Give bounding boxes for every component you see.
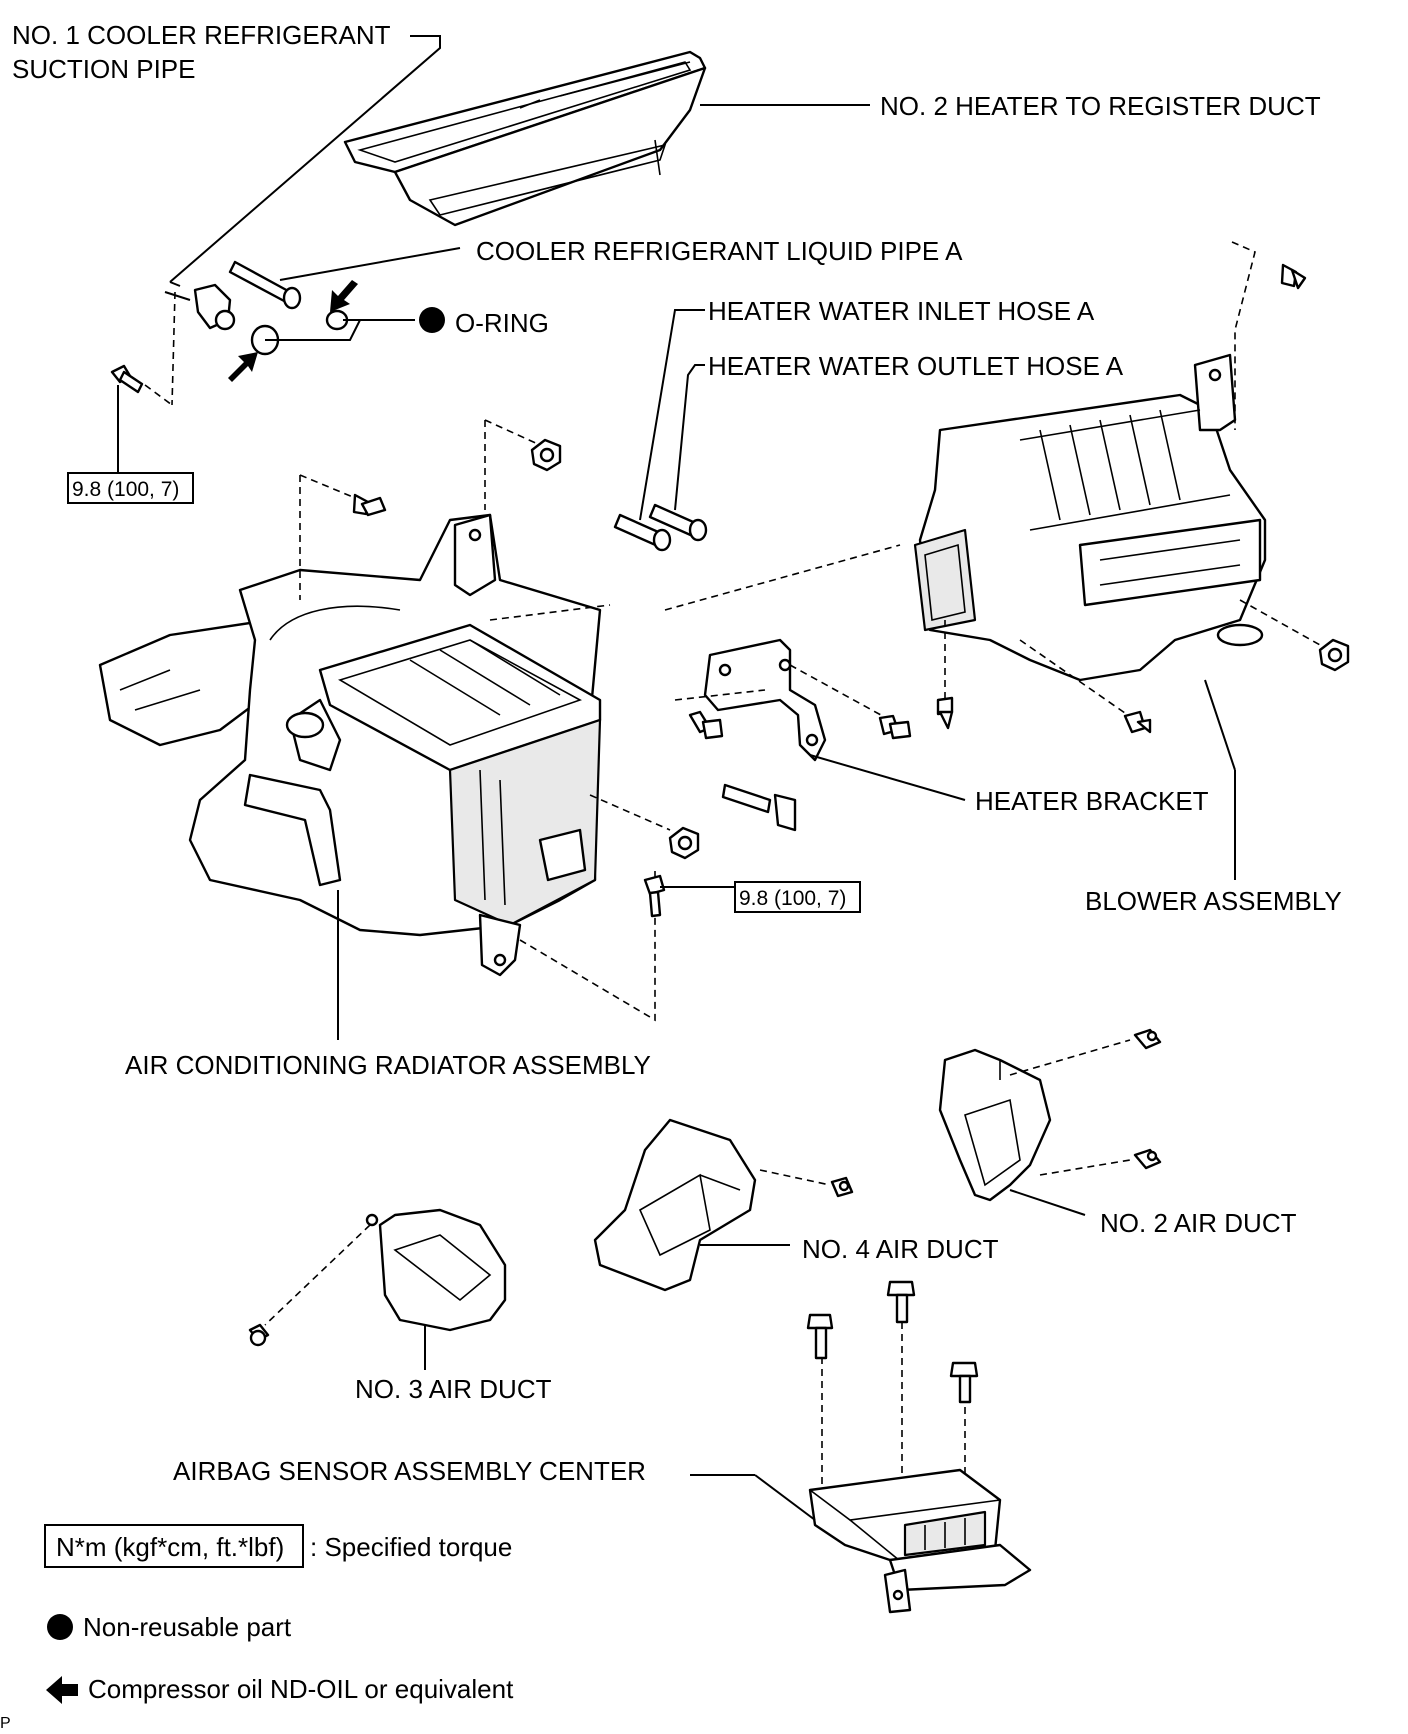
bolt-bracket-left [688,710,724,740]
torque-value-left: 9.8 (100, 7) [72,478,179,501]
heater-bracket-part [703,638,827,762]
label-ac-radiator: AIR CONDITIONING RADIATOR ASSEMBLY [125,1050,651,1080]
suction-pipe-part [164,281,236,331]
label-inlet-hose: HEATER WATER INLET HOSE A [708,296,1095,326]
label-blower: BLOWER ASSEMBLY [1085,886,1342,916]
leader-suction-pipe [169,35,441,283]
label-no4-air-duct: NO. 4 AIR DUCT [802,1234,999,1264]
nut-blower-right [1318,638,1350,672]
label-no3-air-duct: NO. 3 AIR DUCT [355,1374,552,1404]
screw-no2-top [1133,1028,1162,1050]
bolt-bracket-right [878,714,912,740]
bolt-airbag-1 [806,1313,834,1360]
torque-box-center: 9.8 (100, 7) [734,881,861,913]
screw-no4 [830,1176,854,1198]
label-suction-pipe-1: NO. 1 COOLER REFRIGERANT [12,20,391,50]
no2-heater-to-register-duct-part [343,50,707,227]
label-no2-heater-duct: NO. 2 HEATER TO REGISTER DUCT [880,91,1321,121]
torque-value-center: 9.8 (100, 7) [739,887,846,910]
filled-circle-icon [47,1614,73,1640]
label-outlet-hose: HEATER WATER OUTLET HOSE A [708,351,1124,381]
label-suction-pipe-2: SUCTION PIPE [12,54,195,84]
connector-part [721,783,797,832]
bolt-center [643,874,666,918]
screw-no2-bottom [1133,1148,1162,1170]
bolt-airbag-2 [886,1280,916,1324]
non-reusable-icon [419,307,445,333]
screw-top-left [352,493,387,517]
legend-non-reusable: Non-reusable part [83,1612,292,1642]
heater-water-hoses-part [613,503,708,552]
no3-air-duct-part [365,1208,507,1332]
leader-heater-bracket [809,754,966,801]
legend: N*m (kgf*cm, ft.*lbf) : Specified torque… [44,1524,514,1704]
label-heater-bracket: HEATER BRACKET [975,786,1209,816]
screw-blower-bottom-right [1123,710,1152,734]
bolt-blower-bottom [936,696,954,730]
bolt-airbag-3 [949,1361,979,1404]
leader-o-ring [265,319,415,341]
leader-blower [1204,679,1236,771]
torque-box-left: 9.8 (100, 7) [67,472,194,504]
legend-compressor-oil: Compressor oil ND-OIL or equivalent [88,1674,514,1704]
left-arrow-icon [46,1676,78,1704]
corner-mark: P [0,1715,11,1732]
legend-torque-text: : Specified torque [310,1532,512,1562]
bolt-left [110,364,144,394]
screw-no3 [248,1323,270,1347]
no2-air-duct-part [938,1048,1052,1202]
screw-blower-top [1280,263,1307,290]
legend-torque-unit: N*m (kgf*cm, ft.*lbf) [56,1532,284,1562]
leader-airbag [754,1474,816,1521]
ac-radiator-assembly-part [98,513,602,977]
leader-inlet-hose [639,309,705,521]
airbag-sensor-part [808,1468,1032,1614]
leader-liquid-pipe [279,247,461,281]
blower-assembly-part [913,353,1267,682]
leader-no2-air-duct [1009,1189,1086,1216]
no4-air-duct-part [593,1118,757,1292]
label-airbag: AIRBAG SENSOR ASSEMBLY CENTER [173,1456,646,1486]
nut-top [530,438,562,472]
leader-outlet-hose [674,364,705,511]
nut-right [668,826,700,860]
legend-torque-box [44,1524,304,1568]
label-o-ring: O-RING [455,308,549,338]
liquid-pipe-part [228,260,302,310]
label-liquid-pipe: COOLER REFRIGERANT LIQUID PIPE A [476,236,963,266]
label-no2-air-duct: NO. 2 AIR DUCT [1100,1208,1297,1238]
